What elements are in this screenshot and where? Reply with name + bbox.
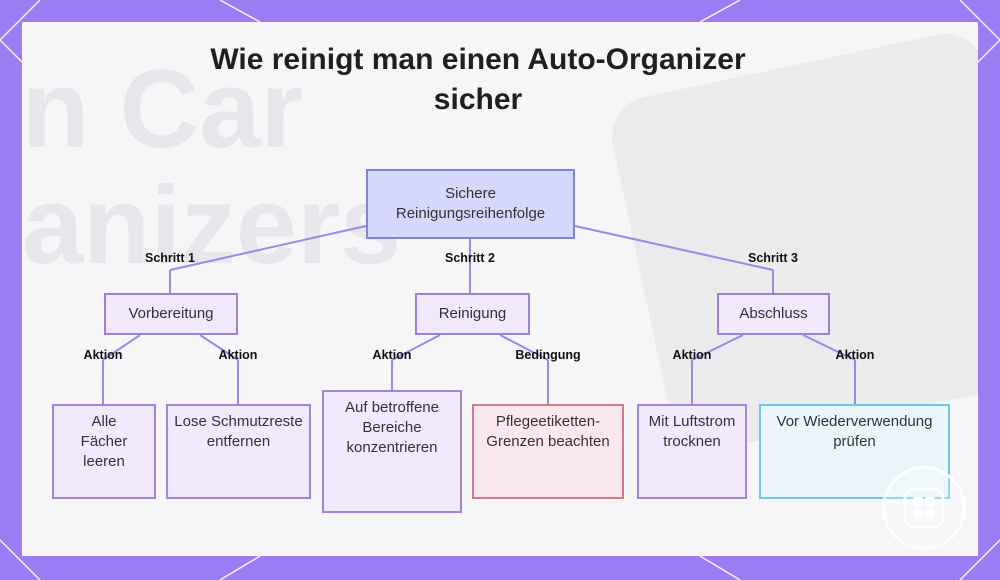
diagram-title: Wie reinigt man einen Auto-Organizer sic… <box>210 43 746 116</box>
leaf-node-label: Mit Luftstrom trocknen <box>648 413 736 450</box>
connector-root-step3 <box>574 225 774 271</box>
leaf-node-luftstrom: Mit Luftstrom trocknen <box>637 404 747 499</box>
leaf-node-label: Auf betroffene Bereiche konzentrieren <box>345 399 439 456</box>
connector-step1-leaf1 <box>102 334 141 361</box>
root-node: Sichere Reinigungsreihenfolge <box>366 169 575 239</box>
leaf-node-faecher-leeren: Alle Fächer leeren <box>52 404 156 499</box>
leaf-node-bereiche: Auf betroffene Bereiche konzentrieren <box>322 390 462 513</box>
edge-label-leaf2: Aktion <box>218 348 258 362</box>
connector-root-step1 <box>169 225 367 271</box>
background-text-line: n Car <box>22 48 304 171</box>
leaf-node-label: Vor Wiederverwendung prüfen <box>776 413 933 450</box>
step-node-vorbereitung: Vorbereitung <box>104 293 238 335</box>
edge-label-step3: Schritt 3 <box>747 251 799 265</box>
connector-step2-leaf4 <box>499 334 549 361</box>
edge-label-step1: Schritt 1 <box>144 251 196 265</box>
edge-label-leaf1: Aktion <box>83 348 123 362</box>
leaf-node-schmutzreste: Lose Schmutzreste entfernen <box>166 404 311 499</box>
leaf-node-label: Pflegeetiketten-Grenzen beachten <box>486 413 610 450</box>
leaf-node-pflegeetiketten: Pflegeetiketten-Grenzen beachten <box>472 404 624 499</box>
step-node-abschluss: Abschluss <box>717 293 830 335</box>
background-photo-text: n Car anizers <box>22 52 401 284</box>
step-node-label: Vorbereitung <box>128 305 214 322</box>
edge-label-step2: Schritt 2 <box>444 251 496 265</box>
app-logo-icon <box>882 466 966 550</box>
step-node-label: Abschluss <box>739 305 808 322</box>
step-node-reinigung: Reinigung <box>415 293 530 335</box>
background-text-line: anizers <box>22 164 402 287</box>
leaf-node-label: Alle Fächer leeren <box>80 413 128 470</box>
connector-step3-leaf5 <box>691 334 744 361</box>
edge-label-leaf6: Aktion <box>835 348 875 362</box>
edge-label-leaf3: Aktion <box>372 348 412 362</box>
connector-step3-leaf6 <box>802 334 856 361</box>
root-node-label: Sichere Reinigungsreihenfolge <box>395 185 546 222</box>
leaf-node-label: Lose Schmutzreste entfernen <box>174 413 303 450</box>
edge-label-leaf4: Bedingung <box>515 348 581 362</box>
connector-step2-leaf3 <box>391 334 441 361</box>
connector-step1-leaf2 <box>199 334 239 361</box>
step-node-label: Reinigung <box>438 305 507 322</box>
edge-label-leaf5: Aktion <box>672 348 712 362</box>
